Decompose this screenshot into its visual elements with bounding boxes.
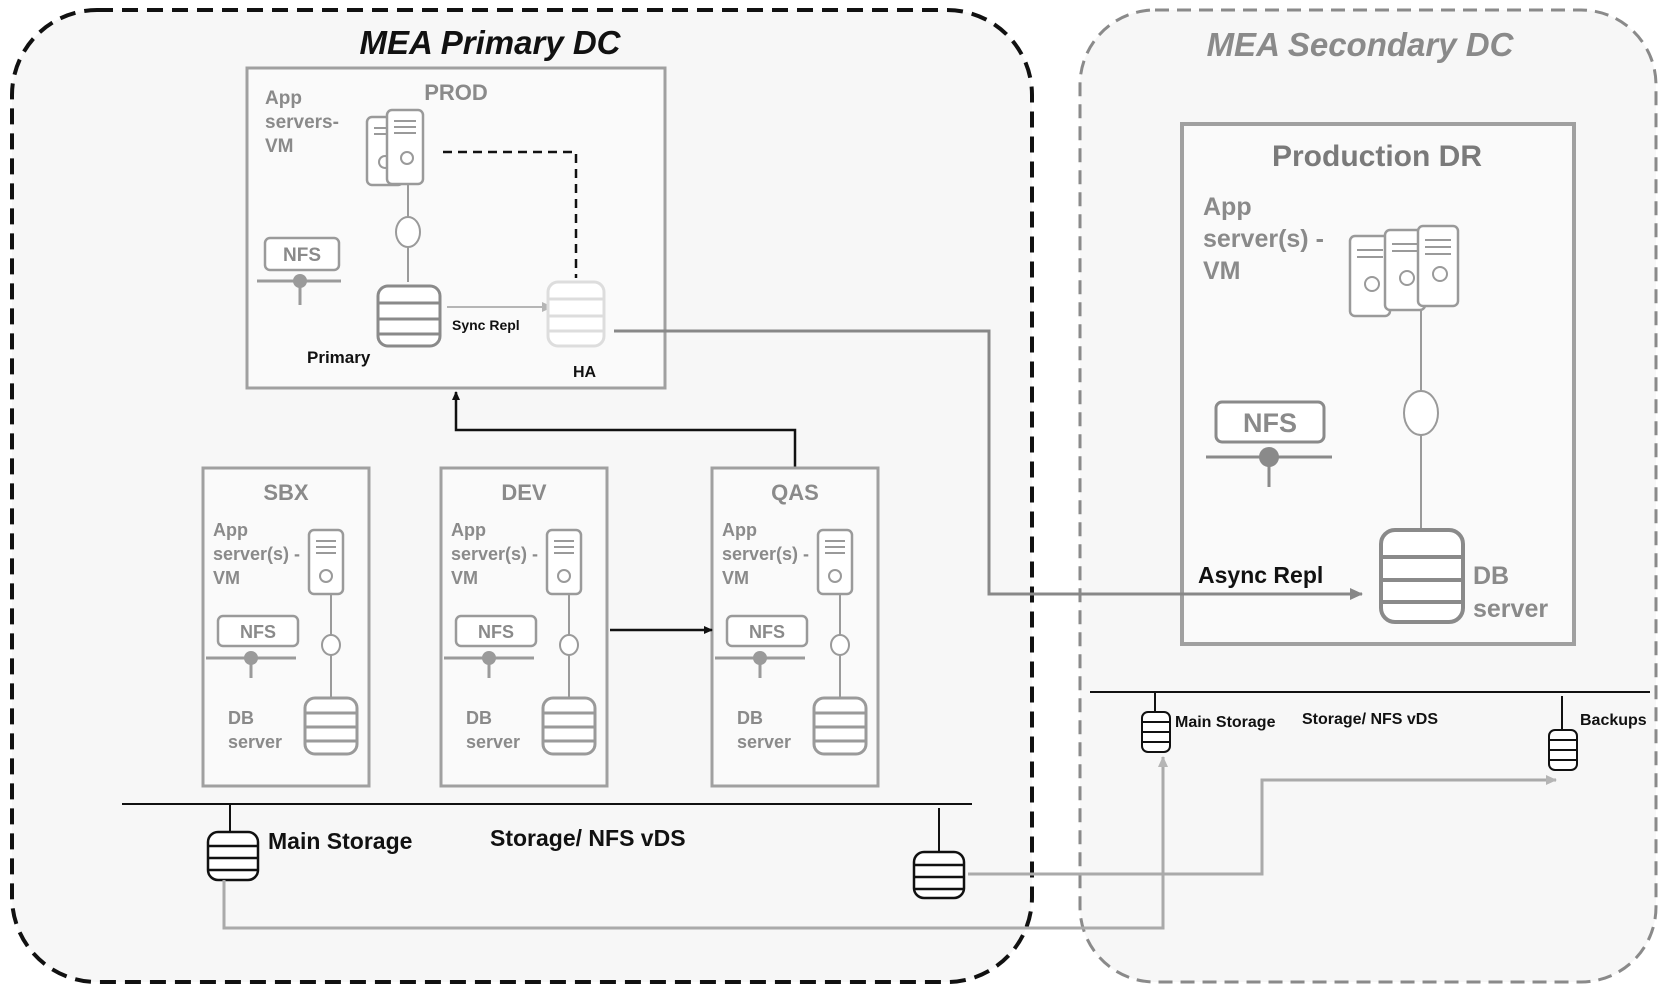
- prod-box: PROD App servers- VM NFS: [245, 66, 667, 390]
- dev-nfs-icon: NFS: [444, 614, 538, 678]
- qas-to-prod-arrow: [452, 391, 797, 468]
- svg-text:NFS: NFS: [1243, 408, 1297, 438]
- qas-app-server-icon: [816, 528, 854, 596]
- sbx-nfs-icon: NFS: [206, 614, 300, 678]
- qas-network-node: [830, 634, 850, 656]
- primary-main-storage-label: Main Storage: [268, 828, 412, 854]
- primary-dc: MEA Primary DC PROD App servers- VM: [10, 8, 1034, 984]
- dev-app-server-icon: [545, 528, 583, 596]
- main-storage-replication-link: [222, 756, 1168, 930]
- async-repl-arrow: [614, 329, 1363, 600]
- svg-text:NFS: NFS: [478, 622, 514, 642]
- primary-main-storage-icon: [206, 804, 260, 882]
- svg-text:NFS: NFS: [749, 622, 785, 642]
- prod-app-server-icon: [365, 108, 425, 187]
- sync-repl-label: Sync Repl: [452, 317, 520, 333]
- primary-backup-storage-icon: [912, 808, 966, 900]
- sbx-app-server-icon: [307, 528, 345, 596]
- dr-db-label: DB server: [1473, 562, 1548, 623]
- secondary-dc: MEA Secondary DC Production DR App serve…: [1078, 8, 1658, 984]
- dr-db-server-icon: [1379, 528, 1465, 624]
- prod-primary-label: Primary: [307, 348, 371, 367]
- prod-ha-label: HA: [573, 364, 597, 381]
- prod-title: PROD: [424, 80, 488, 105]
- dr-nfs-icon: NFS: [1206, 400, 1332, 487]
- sbx-network-node: [321, 634, 341, 656]
- sbx-title: SBX: [263, 480, 309, 505]
- prod-primary-db-icon: [376, 284, 442, 348]
- secondary-main-storage-label: Main Storage: [1175, 714, 1276, 731]
- primary-storage-vds-label: Storage/ NFS vDS: [490, 825, 686, 851]
- dr-app-label: App server(s) - VM: [1203, 193, 1331, 285]
- prod-nfs-icon: NFS: [257, 236, 341, 305]
- ha-link-dashed: [443, 150, 578, 278]
- dev-network-node: [559, 634, 579, 656]
- svg-text:NFS: NFS: [283, 245, 321, 266]
- dr-network-node: [1403, 390, 1439, 436]
- prod-network-node: [395, 216, 421, 248]
- production-dr-title: Production DR: [1272, 140, 1482, 173]
- svg-text:NFS: NFS: [240, 622, 276, 642]
- secondary-main-storage-icon: [1141, 692, 1171, 753]
- production-dr-box: Production DR App server(s) - VM: [1180, 122, 1576, 646]
- backups-label: Backups: [1580, 712, 1647, 729]
- prod-app-label: App servers- VM: [265, 88, 344, 157]
- secondary-dc-title: MEA Secondary DC: [1207, 26, 1515, 63]
- backups-storage-icon: [1548, 696, 1578, 771]
- qas-title: QAS: [771, 480, 819, 505]
- sbx-db-server-icon: [303, 696, 359, 756]
- secondary-storage-vds-label: Storage/ NFS vDS: [1302, 711, 1438, 728]
- dev-db-server-icon: [541, 696, 597, 756]
- backup-replication-link: [968, 775, 1557, 876]
- async-repl-label: Async Repl: [1198, 562, 1323, 588]
- qas-db-server-icon: [812, 696, 868, 756]
- dr-app-server-icon: [1348, 224, 1460, 318]
- prod-ha-db-icon: [546, 280, 606, 348]
- primary-dc-title: MEA Primary DC: [359, 24, 621, 61]
- dev-title: DEV: [501, 480, 547, 505]
- qas-nfs-icon: NFS: [715, 614, 809, 678]
